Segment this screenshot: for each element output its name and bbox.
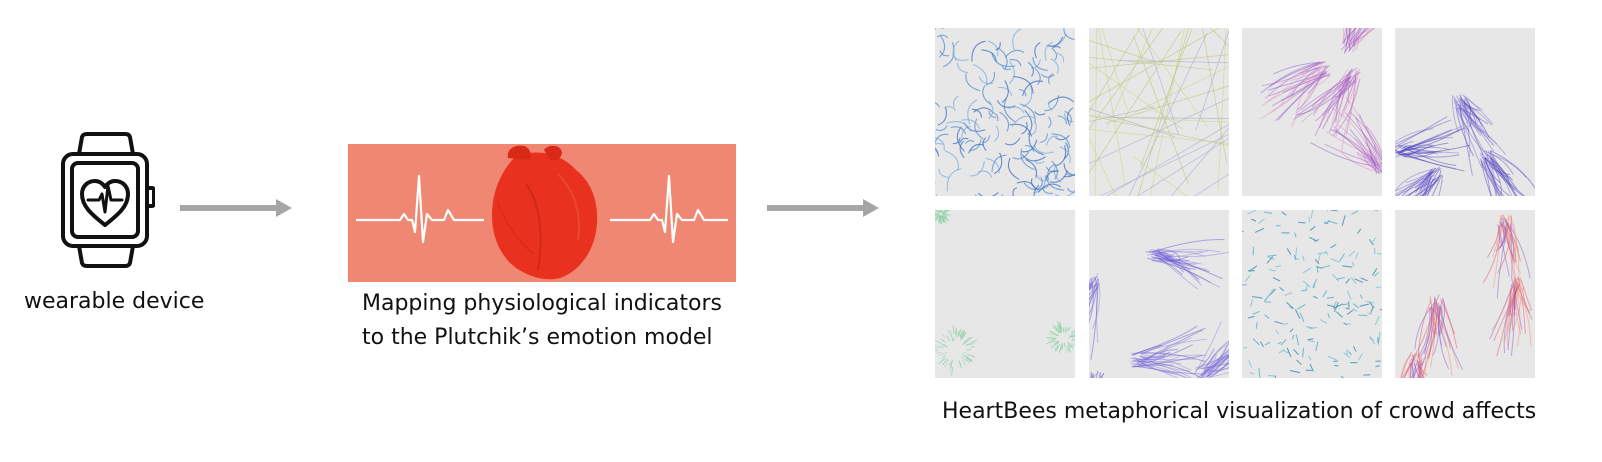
smartwatch-heart-icon — [61, 132, 155, 268]
ecg-heart-illustration — [356, 145, 728, 280]
visualization-tile-7 — [1242, 210, 1382, 378]
visualization-tile-4 — [1395, 28, 1535, 196]
visualization-tile-5 — [935, 210, 1075, 378]
visualization-tile-6 — [1089, 210, 1229, 378]
ecg-trace-left — [356, 174, 484, 244]
wearable-device-label: wearable device — [24, 289, 205, 314]
anatomical-heart-icon — [492, 145, 598, 280]
visualization-tile-3 — [1242, 28, 1382, 196]
flow-arrow-2 — [767, 199, 879, 217]
mapping-label-line-2: to the Plutchik’s emotion model — [362, 325, 713, 350]
visualization-tile-1 — [935, 28, 1075, 196]
mapping-label-line-1: Mapping physiological indicators — [362, 291, 723, 316]
flow-arrow-1 — [180, 199, 292, 217]
visualization-tile-2 — [1089, 28, 1229, 196]
visualization-tile-8 — [1395, 210, 1535, 378]
visualization-label: HeartBees metaphorical visualization of … — [942, 399, 1537, 424]
ecg-heart-banner — [348, 144, 736, 282]
ecg-trace-right — [610, 174, 728, 244]
